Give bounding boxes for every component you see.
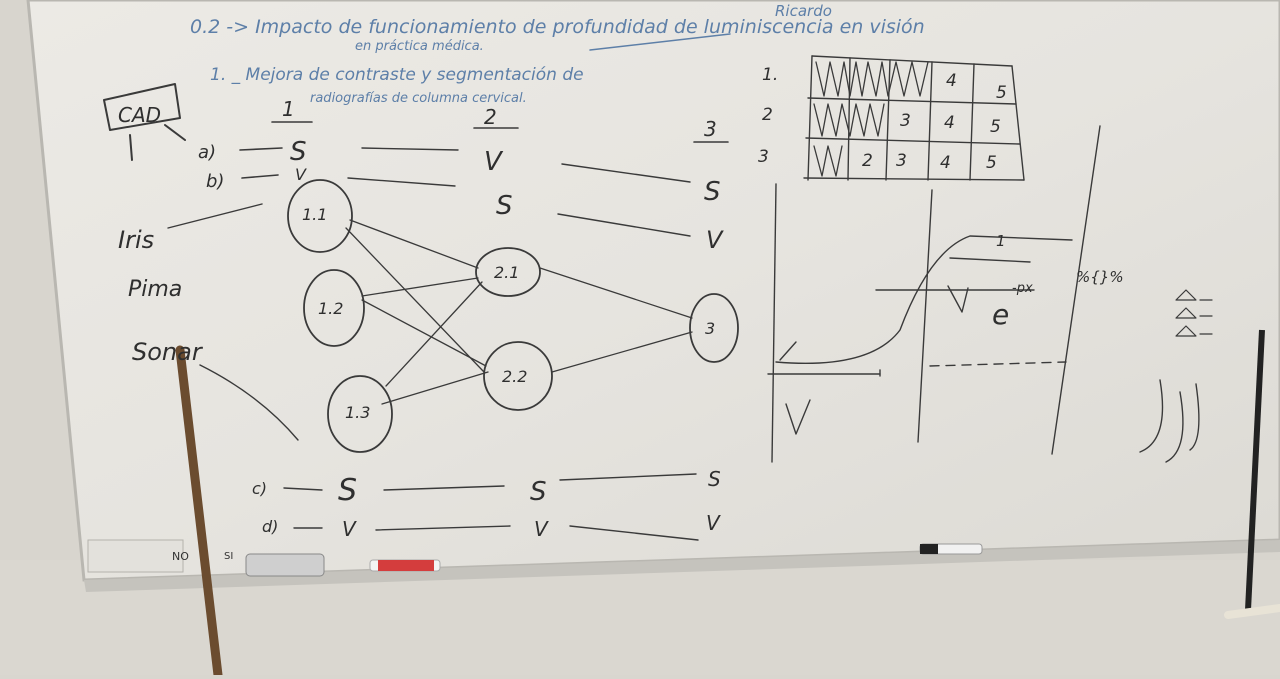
row-d-v3: V bbox=[706, 511, 721, 535]
col1-letter-v: V bbox=[295, 165, 307, 184]
header-line1: 0.2 -> Impacto de funcionamiento de prof… bbox=[190, 16, 925, 38]
dataset-sonar: Sonar bbox=[132, 338, 204, 366]
cad-box: CAD bbox=[103, 83, 186, 161]
table-cell-r2c3: 3 bbox=[900, 111, 911, 131]
table-row-label-1: 1. bbox=[762, 65, 778, 85]
svg-text:1.1: 1.1 bbox=[302, 205, 327, 224]
svg-text:1.3: 1.3 bbox=[345, 403, 370, 422]
svg-text:3: 3 bbox=[705, 319, 715, 338]
pointer-stick bbox=[175, 345, 223, 679]
node-3: 3 bbox=[689, 293, 739, 363]
graph-one-label: 1 bbox=[996, 232, 1006, 250]
col2-letter-v: V bbox=[484, 147, 504, 177]
table-cell-r1c5: 5 bbox=[996, 83, 1007, 103]
table-row-label-2: 2 bbox=[762, 105, 773, 125]
side-doodles bbox=[1175, 289, 1213, 337]
header-name: Ricardo bbox=[775, 2, 832, 20]
sigmoid-sketch bbox=[767, 125, 1200, 463]
node-1-3: 1.3 bbox=[327, 375, 393, 453]
table-cell-r1c4: 4 bbox=[946, 71, 957, 91]
row-d-v2: V bbox=[534, 517, 549, 541]
table-cell-r2c4: 4 bbox=[944, 113, 955, 133]
network-edges bbox=[345, 219, 693, 405]
svg-text:1.2: 1.2 bbox=[318, 299, 343, 318]
item-a: a) bbox=[198, 142, 216, 163]
cad-label: CAD bbox=[118, 103, 161, 127]
table-row-label-3: 3 bbox=[758, 147, 769, 167]
black-marker[interactable] bbox=[919, 543, 983, 555]
dataset-iris: Iris bbox=[118, 226, 154, 254]
eraser[interactable] bbox=[245, 553, 325, 577]
no-label: NO bbox=[172, 550, 189, 563]
right-stick bbox=[1245, 329, 1265, 611]
col3-letter-v: V bbox=[706, 226, 724, 254]
row-c-s3: S bbox=[708, 467, 721, 491]
col3-letter-s: S bbox=[704, 177, 721, 207]
node-1-2: 1.2 bbox=[303, 269, 365, 347]
board-label: NO SI bbox=[87, 539, 233, 573]
layer-title-1: 1 bbox=[282, 97, 295, 121]
node-2-1: 2.1 bbox=[475, 247, 541, 297]
graph-pct-label: %{}% bbox=[1076, 268, 1124, 286]
header-line2b: radiografías de columna cervical. bbox=[310, 91, 527, 106]
table-cell-r2c5: 5 bbox=[990, 117, 1001, 137]
header-line2: 1. _ Mejora de contraste y segmentación … bbox=[210, 65, 584, 85]
table-cell-r3c2: 2 bbox=[862, 151, 873, 171]
row-c-s1: S bbox=[338, 473, 357, 508]
svg-text:2.1: 2.1 bbox=[494, 263, 519, 282]
layer-title-2: 2 bbox=[484, 105, 497, 129]
row-d-v1: V bbox=[342, 517, 357, 541]
item-b: b) bbox=[206, 171, 224, 192]
row-d-label: d) bbox=[262, 517, 278, 536]
header-line1b: en práctica médica. bbox=[355, 39, 484, 54]
grid-table bbox=[803, 55, 1025, 181]
red-marker[interactable] bbox=[369, 559, 441, 572]
table-cell-r3c5: 5 bbox=[986, 153, 997, 173]
col2-letter-s: S bbox=[496, 191, 513, 221]
table-cell-r3c3: 3 bbox=[896, 151, 907, 171]
node-1-1: 1.1 bbox=[287, 179, 353, 253]
dataset-pima: Pima bbox=[128, 277, 182, 302]
table-cell-r3c4: 4 bbox=[940, 153, 951, 173]
col1-letter-s: S bbox=[290, 137, 307, 167]
row-c-s2: S bbox=[530, 477, 547, 507]
svg-text:2.2: 2.2 bbox=[502, 367, 527, 386]
layer-title-3: 3 bbox=[704, 117, 717, 141]
graph-exp-label: -px bbox=[1012, 281, 1033, 296]
graph-e-label: e bbox=[992, 298, 1009, 331]
si-label: SI bbox=[224, 551, 233, 562]
whiteboard bbox=[26, 0, 1280, 592]
row-c-label: c) bbox=[252, 479, 267, 498]
node-2-2: 2.2 bbox=[483, 341, 553, 411]
